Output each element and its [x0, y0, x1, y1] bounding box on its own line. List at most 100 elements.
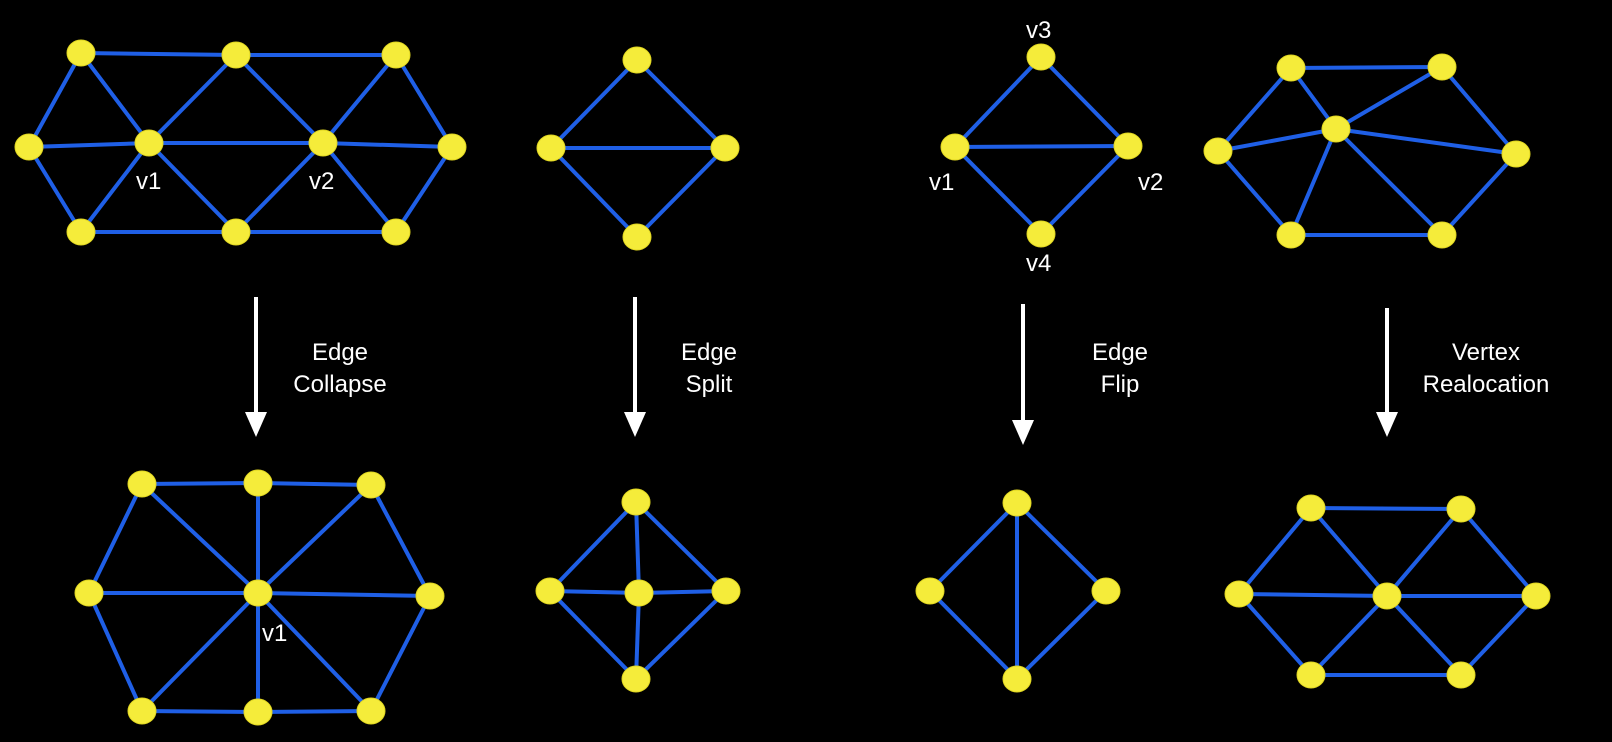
collapse-before-edge — [321, 141, 398, 234]
collapse-after-vertex — [127, 697, 157, 725]
split-before-edge — [549, 58, 639, 150]
split-after-edges — [548, 500, 728, 681]
collapse-before-edge — [27, 145, 83, 234]
flip-before-vertex — [1026, 220, 1056, 248]
realocation-after-vertex — [1296, 661, 1326, 689]
flip-after-edge — [928, 589, 1019, 681]
realocation-before-edge — [1440, 152, 1518, 237]
edge-collapse-arrow — [245, 297, 267, 437]
split-before-vertex — [536, 134, 566, 162]
split-before-edge — [635, 58, 727, 150]
collapse-after-edge — [140, 482, 260, 595]
flip-after-vertex — [1091, 577, 1121, 605]
flip-before-edge — [953, 55, 1043, 149]
collapse-after-edge — [140, 709, 260, 714]
realocation-before-vertex — [1276, 221, 1306, 249]
flip-before-edges — [953, 55, 1130, 236]
realocation-before-vertex — [1276, 54, 1306, 82]
flip-before-nodes — [940, 43, 1143, 248]
realocation-before-edge — [1289, 65, 1444, 70]
split-after-vertex — [621, 665, 651, 693]
realocation-after-vertex — [1296, 494, 1326, 522]
collapse-after-nodes — [74, 469, 445, 726]
collapse-before-edges — [27, 51, 454, 234]
collapse-before-edge — [147, 141, 238, 234]
flip-before-edge — [953, 144, 1130, 149]
collapse-after-edge — [256, 591, 432, 598]
collapse-before-edge — [79, 51, 151, 145]
edge-flip-arrow — [1012, 304, 1034, 445]
realocation-after-edge — [1309, 594, 1389, 677]
collapse-before-nodes — [14, 39, 467, 246]
collapse-after-edge — [256, 481, 373, 487]
collapse-after-vertex — [356, 697, 386, 725]
split-after-nodes — [535, 488, 741, 693]
flip-after-vertex — [1002, 489, 1032, 517]
collapse-before-edge — [79, 141, 151, 234]
collapse-after-vertex — [243, 469, 273, 497]
realocation-after-edge — [1385, 507, 1463, 598]
flip-before-edge — [953, 145, 1043, 236]
realocation-before-edge — [1440, 65, 1518, 156]
collapse-before-edge — [27, 141, 151, 149]
vertex-realocation-label-line2: Realocation — [1423, 371, 1550, 398]
realocation-after-vertex — [1224, 580, 1254, 608]
collapse-after-edge — [256, 483, 373, 595]
split-before-edges — [549, 58, 727, 239]
edge-flip-label-line1: Edge — [1092, 339, 1148, 366]
collapse-before-vertex — [381, 41, 411, 69]
realocation-after-edge — [1385, 594, 1463, 677]
realocation-before-vertex — [1501, 140, 1531, 168]
flip-before-vertex — [940, 133, 970, 161]
collapse-before-vertex — [66, 39, 96, 67]
split-before-vertex — [710, 134, 740, 162]
flip-after-vertex — [915, 577, 945, 605]
realocation-after-edge — [1309, 506, 1389, 598]
collapse-before-vertex — [437, 133, 467, 161]
split-after-vertex — [624, 579, 654, 607]
collapse-before-vertex — [381, 218, 411, 246]
realocation-before-nodes — [1203, 53, 1531, 249]
vertex-realocation-label: Vertex Realocation — [1423, 339, 1550, 398]
collapse-before-vertex — [14, 133, 44, 161]
realocation-before-edge — [1334, 127, 1518, 156]
collapse-after-edge — [256, 709, 373, 714]
collapse-after-edge — [256, 591, 373, 713]
realocation-after-vertex — [1372, 582, 1402, 610]
split-after-edge — [548, 589, 638, 681]
flip-after-edge — [928, 501, 1019, 593]
collapse-before-edge — [79, 51, 238, 57]
vertex-realocation-label-line1: Vertex — [1452, 339, 1520, 366]
edge-collapse-label-line2: Collapse — [293, 371, 386, 398]
edge-split-arrow — [624, 297, 646, 437]
collapse-after-vertex — [356, 471, 386, 499]
collapse-before-edge — [27, 51, 83, 149]
realocation-after-vertex — [1446, 661, 1476, 689]
realocation-after-edges — [1237, 506, 1538, 677]
realocation-after-edge — [1459, 507, 1538, 598]
flip-v2-label: v2 — [1138, 169, 1163, 196]
collapse-before-vertex — [308, 129, 338, 157]
collapse-after-edges — [87, 481, 432, 714]
realocation-after-edge — [1237, 592, 1389, 598]
realocation-before-vertex — [1427, 53, 1457, 81]
collapse-after-vertex — [243, 698, 273, 726]
flip-before-edge — [1039, 55, 1130, 148]
flip-v1-label: v1 — [929, 169, 954, 196]
split-after-edge — [548, 589, 641, 595]
realocation-before-edge — [1334, 127, 1444, 237]
split-after-edge — [634, 591, 641, 681]
edge-split-label-line2: Split — [686, 371, 733, 398]
split-after-edge — [634, 589, 728, 681]
collapse-before-edge — [394, 145, 454, 234]
split-after-edge — [634, 500, 728, 593]
edge-flip-label-line2: Flip — [1101, 371, 1140, 398]
split-after-edge — [548, 500, 638, 593]
realocation-before-edge — [1334, 65, 1444, 131]
flip-before-vertex — [1113, 132, 1143, 160]
realocation-before-edge — [1216, 66, 1293, 153]
collapse-before-vertex — [221, 41, 251, 69]
split-before-vertex — [622, 223, 652, 251]
collapse-before-v1-label: v1 — [136, 168, 161, 195]
